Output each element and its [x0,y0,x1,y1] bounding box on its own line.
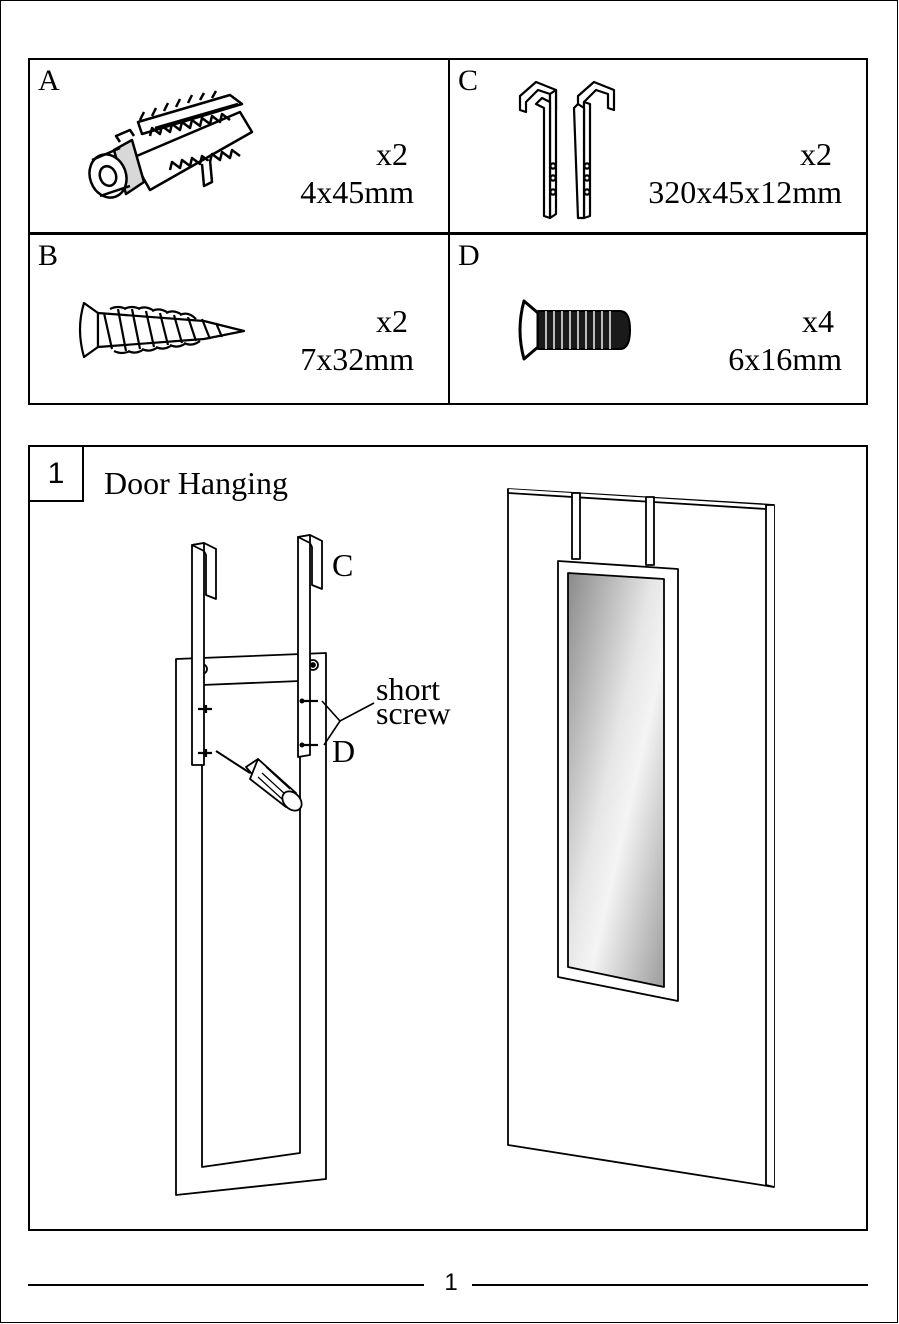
page-number: 1 [437,1267,465,1299]
part-letter: A [38,64,60,98]
callout-bracket-label: C [332,551,353,579]
footer-rule-left [28,1284,424,1286]
part-letter: C [458,64,478,98]
part-quantity: x2 [376,136,408,172]
wall-anchor-icon [80,90,260,210]
step-panel: 1 Door Hanging [28,445,868,1231]
footer-rule-right [472,1284,868,1286]
part-letter: D [458,239,480,273]
step-title: Door Hanging [104,465,288,501]
wood-screw-icon [74,297,254,367]
callout-part-d-label: D [332,737,355,765]
part-cell-c: C x2 320x45x12mm [450,60,866,232]
short-bolt-icon [516,297,636,363]
part-quantity: x4 [802,303,834,339]
parts-table: A x2 4x45mm C [28,58,868,405]
door-hook-bracket-icon [512,74,632,224]
part-cell-a: A x2 4x45mm [30,60,448,232]
part-size: 6x16mm [728,341,842,377]
part-cell-d: D x4 6x16mm [450,235,866,403]
part-quantity: x2 [376,303,408,339]
part-cell-b: B x2 7x32mm [30,235,448,403]
step-number: 1 [30,447,84,502]
part-size: 4x45mm [300,174,414,210]
door-with-mirror-illustration [500,483,780,1193]
part-letter: B [38,239,58,273]
part-quantity: x2 [800,136,832,172]
mirror-bracket-assembly-illustration [160,527,360,1207]
callout-screw-label: screw [376,699,451,727]
part-size: 7x32mm [300,341,414,377]
part-size: 320x45x12mm [648,174,842,210]
